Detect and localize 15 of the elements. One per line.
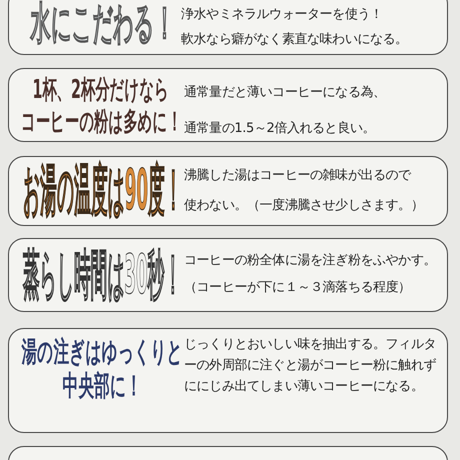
tip-text: じっくりとおいしい味を抽出する。フィルターの外周部に注ぐと湯がコーヒー粉に触れずににじみ出てしまい薄いコーヒーになる。 bbox=[184, 336, 436, 396]
tip-text: コーヒーの粉全体に湯を注ぎ粉をふやかす。（コーヒーが下に１～３滴落ちる程度） bbox=[184, 252, 436, 297]
tip-box bbox=[8, 0, 448, 55]
tip-heading: 水にこだわる！ bbox=[29, 0, 176, 49]
tip-box bbox=[8, 156, 448, 226]
tip-heading: 1杯、2杯分だけならコーヒーの粉は多めに！ bbox=[21, 74, 180, 138]
tip-text: 沸騰した湯はコーヒーの雑味が出るので使わない。（一度沸騰させ少しさます。） bbox=[184, 167, 424, 215]
tip-box bbox=[8, 238, 448, 312]
tip-heading: 湯の注ぎはゆっくりと中央部に！ bbox=[21, 335, 184, 403]
tip-box bbox=[8, 328, 448, 433]
tip-heading: お湯の温度は90度！ bbox=[23, 160, 173, 222]
tip-heading: 蒸らし時間は30秒！ bbox=[23, 245, 178, 305]
tip-box bbox=[8, 68, 448, 142]
tip-text: 通常量だと薄いコーヒーになる為、通常量の1.5～2倍入れると良い。 bbox=[184, 84, 386, 138]
tip-text: 浄水やミネラルウォーターを使う！軟水なら癖がなく素直な味わいになる。 bbox=[181, 6, 408, 49]
